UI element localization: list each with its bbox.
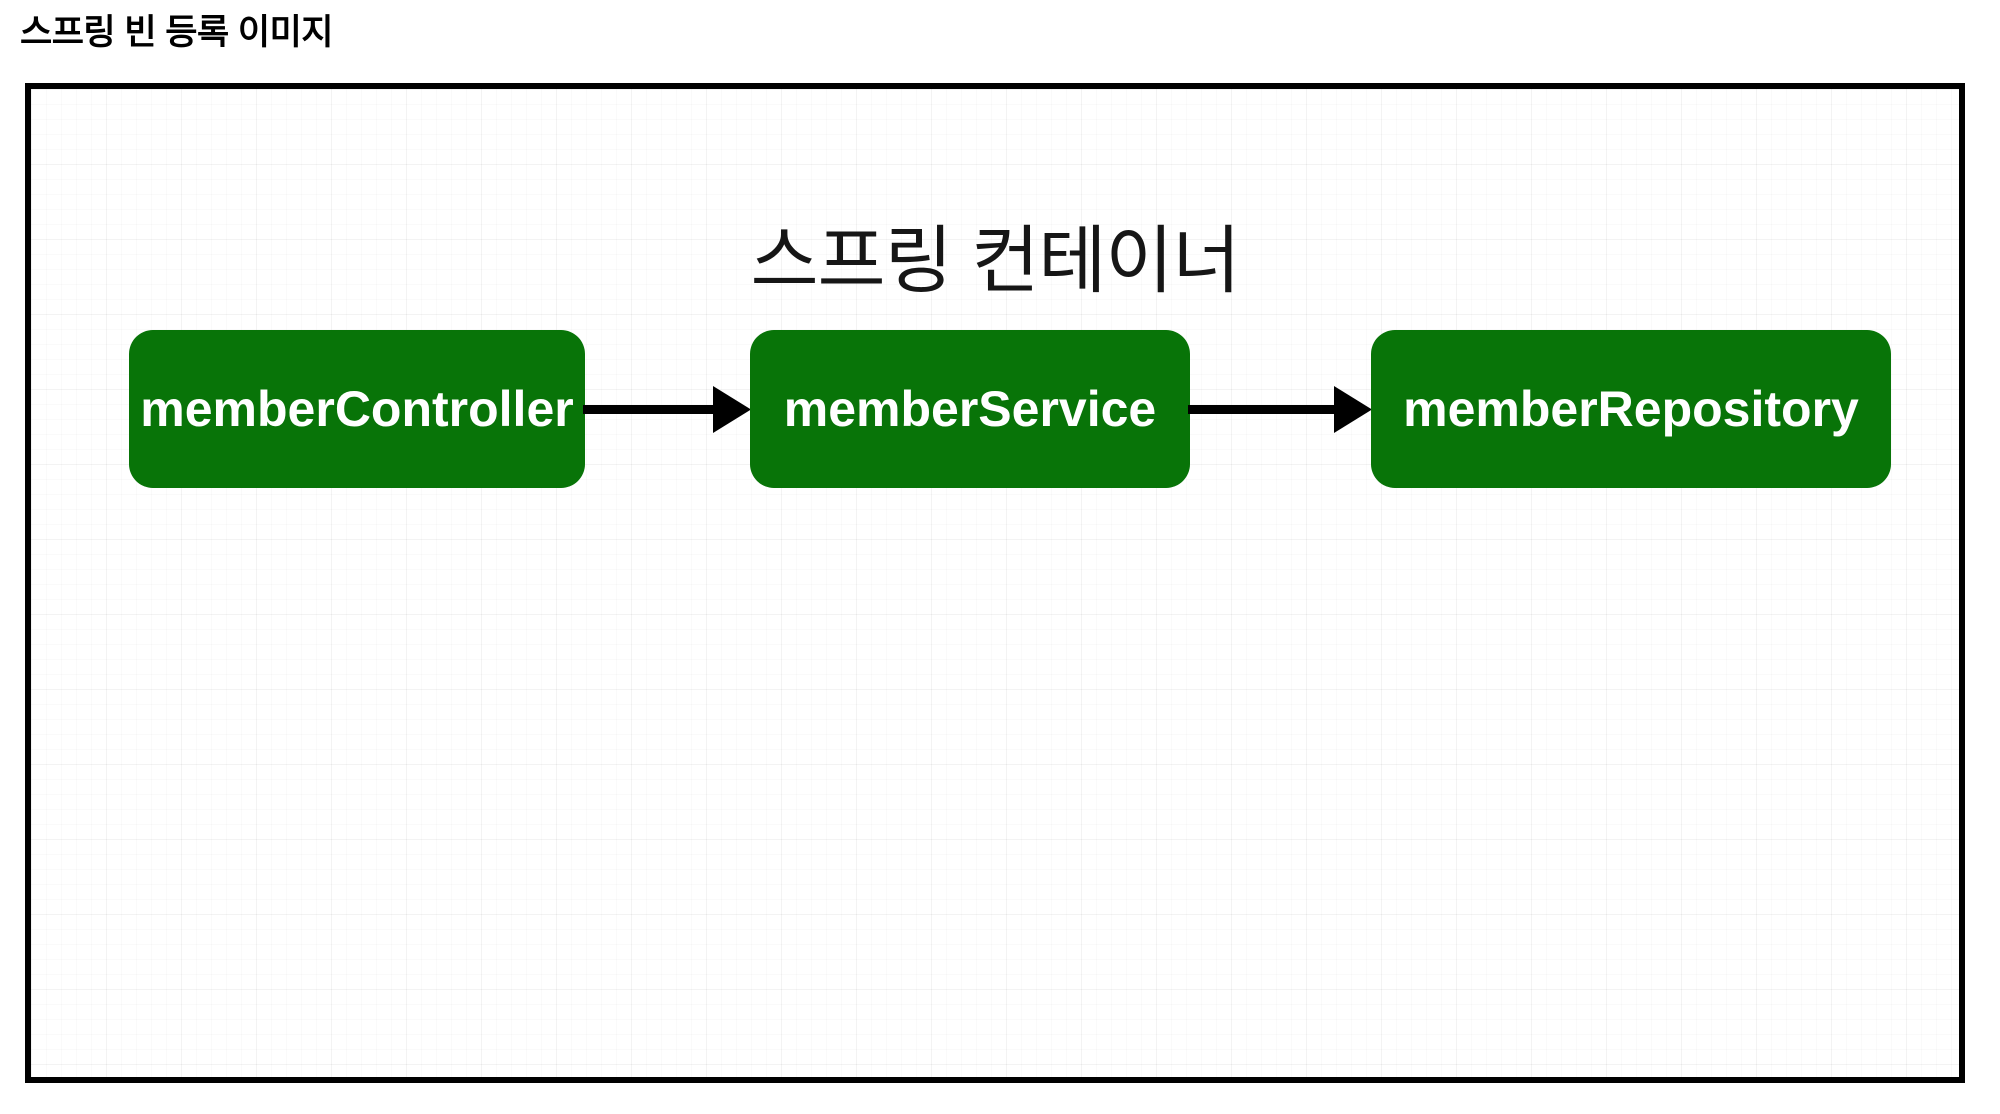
bean-label: memberRepository — [1403, 381, 1859, 437]
bean-label: memberService — [783, 381, 1157, 437]
bean-member-controller: memberController — [129, 330, 585, 488]
bean-label: memberController — [140, 381, 574, 437]
page-title: 스프링 빈 등록 이미지 — [20, 13, 333, 52]
arrow-right-icon — [583, 386, 751, 433]
connection-controller-to-service — [583, 369, 752, 449]
arrow-right-icon — [1188, 386, 1372, 433]
spring-container-label: 스프링 컨테이너 — [750, 219, 1240, 302]
spring-container-box: 스프링 컨테이너 — [25, 83, 1965, 1083]
connection-service-to-repository — [1188, 369, 1373, 449]
bean-member-repository: memberRepository — [1371, 330, 1891, 488]
bean-member-service: memberService — [750, 330, 1190, 488]
